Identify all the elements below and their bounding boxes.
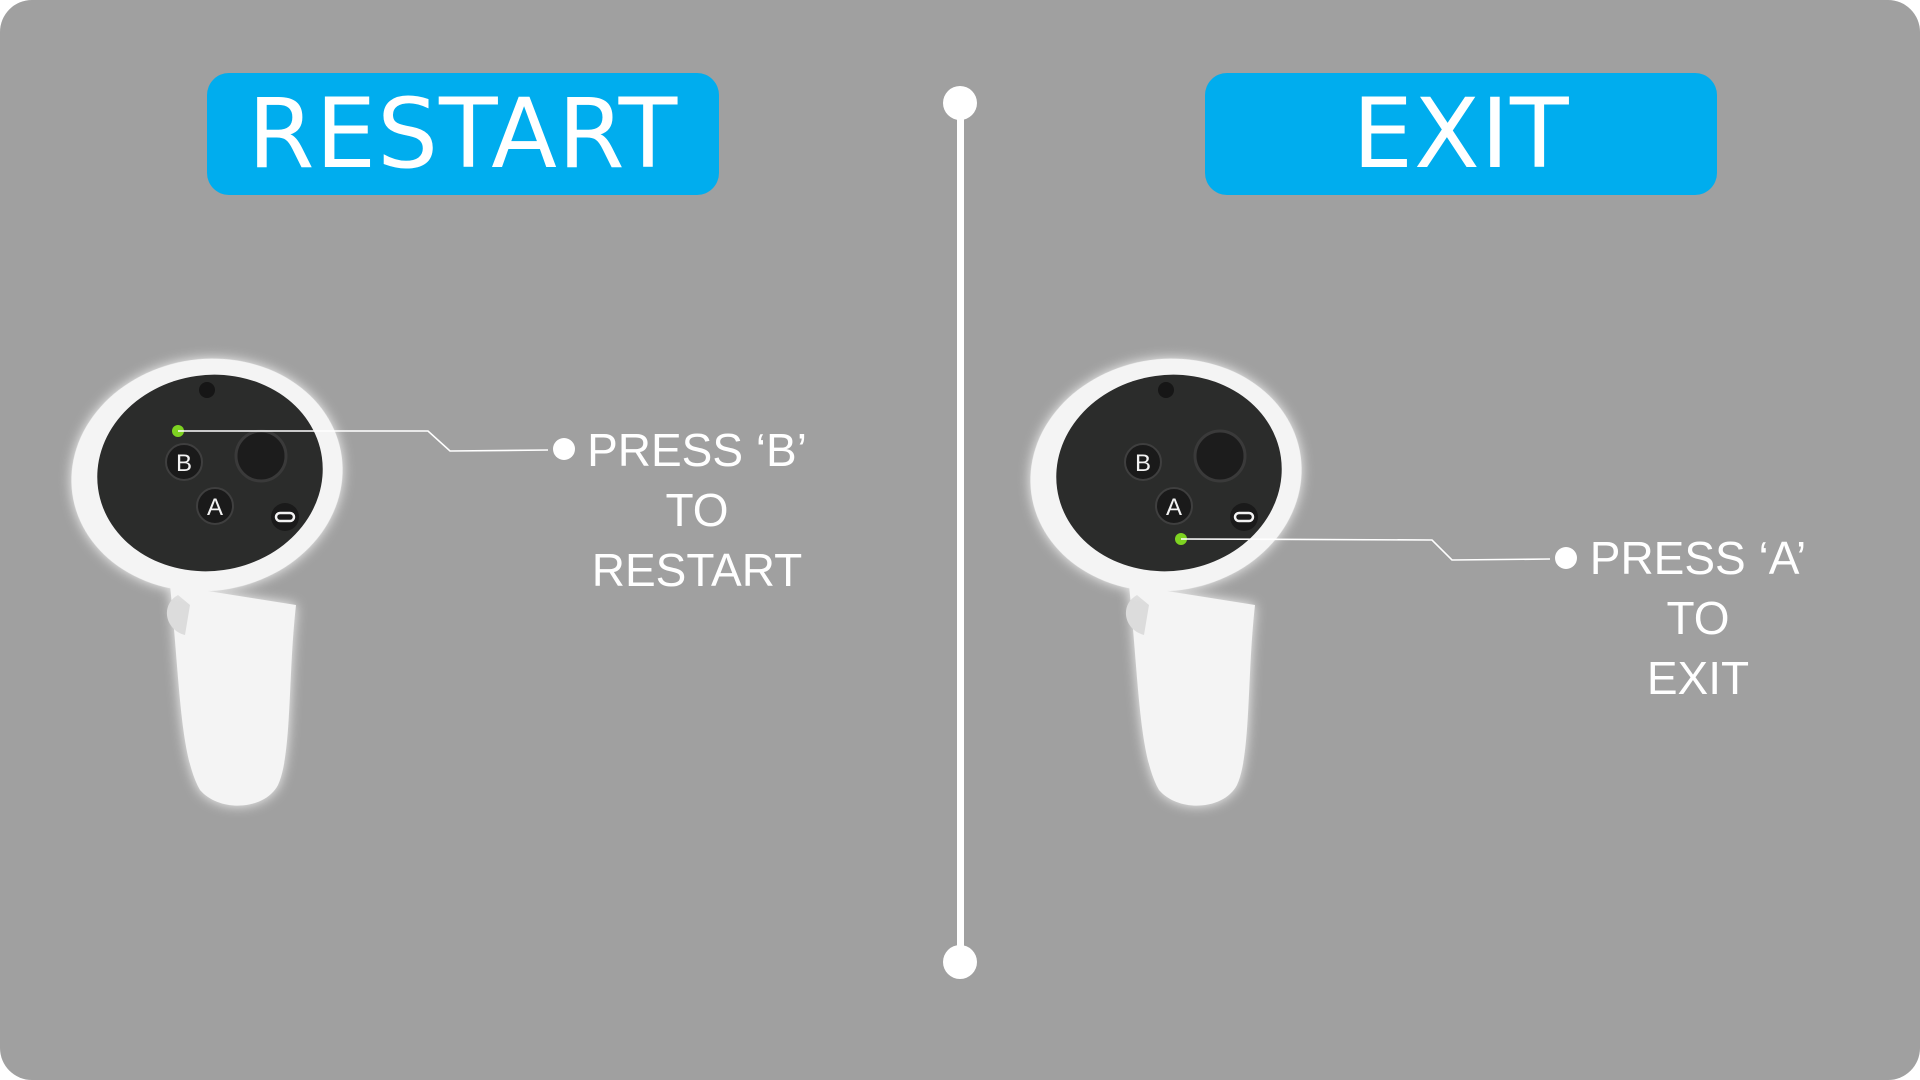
oculus-button-icon [271,503,299,531]
restart-instruction-line2: TO [665,484,729,536]
b-button: B [165,443,203,481]
a-button-label: A [207,494,223,521]
b-button: B [1124,443,1162,481]
left-controller-illustration: B A [71,358,343,806]
controller-handle [1129,585,1255,806]
a-button: A [196,487,234,525]
center-divider [957,104,964,962]
b-indicator-dot [172,425,184,437]
b-button-label: B [176,450,192,477]
thumbstick-icon [234,429,288,483]
a-indicator-dot [1175,533,1187,545]
controller-trigger [1125,595,1149,635]
controller-handle [170,585,296,806]
restart-title: RESTART [247,78,679,190]
a-button: A [1155,487,1193,525]
restart-title-pill: RESTART [207,73,719,195]
exit-title: EXIT [1352,78,1570,190]
exit-title-pill: EXIT [1205,73,1717,195]
oculus-button-icon [1230,503,1258,531]
controller-trigger [166,595,190,635]
exit-instruction-line1: PRESS ‘A’ [1589,532,1807,584]
exit-instruction-line3: EXIT [1646,652,1750,704]
left-controller: B A [60,355,360,815]
right-controller-illustration: B A [1030,358,1302,806]
right-controller: B A [1019,355,1319,815]
divider-bottom-dot [943,945,977,979]
a-button-label: A [1166,494,1182,521]
thumbstick-icon [1193,429,1247,483]
exit-instruction: PRESS ‘A’ TO EXIT [1558,528,1838,708]
controller-face [1056,374,1282,572]
b-button-label: B [1135,450,1151,477]
restart-instruction: PRESS ‘B’ TO RESTART [557,420,837,600]
menu-button-icon [199,382,215,398]
exit-instruction-line2: TO [1666,592,1730,644]
divider-top-dot [943,86,977,120]
controller-face [97,374,323,572]
menu-button-icon [1158,382,1174,398]
restart-instruction-line3: RESTART [591,544,803,596]
restart-instruction-line1: PRESS ‘B’ [587,424,807,476]
